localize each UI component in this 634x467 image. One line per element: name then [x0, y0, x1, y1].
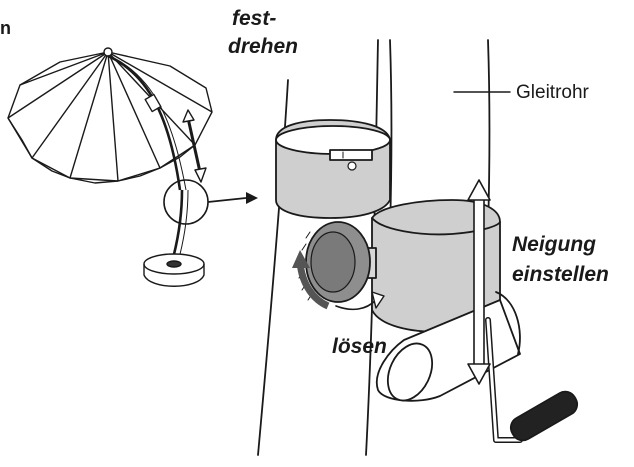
umbrella-overview — [7, 47, 258, 287]
canopy-rib — [69, 51, 109, 179]
tilt-arrow-head-up — [467, 179, 491, 201]
slide-tube-right-edge — [487, 39, 491, 231]
tilt-arrow-shaft — [473, 195, 485, 369]
gear-housing-right — [495, 291, 521, 355]
clamp-detail — [257, 39, 579, 456]
detail-magnifier-circle — [163, 179, 209, 225]
main-pole — [257, 79, 289, 456]
label-loosen: lösen — [332, 335, 387, 358]
lower-clamp-top-edge — [371, 217, 501, 236]
small-arrow-head-up — [182, 109, 195, 123]
upper-clamp-screw-head — [347, 161, 357, 171]
tilt-arrow-head-down — [467, 363, 491, 385]
umbrella-base-hub — [166, 260, 182, 268]
canopy-rib — [31, 51, 109, 159]
slide-tube-left-edge — [389, 39, 393, 231]
canopy-rib — [107, 51, 213, 113]
label-tilt-line2: einstellen — [512, 263, 609, 286]
detail-pointer-arrow — [207, 197, 247, 203]
upper-clamp-screw — [329, 149, 373, 161]
label-slide-tube: Gleitrohr — [516, 82, 589, 103]
arm-slider — [144, 93, 162, 113]
gear-housing-end — [386, 342, 434, 402]
canopy-rib — [7, 51, 109, 119]
canopy-rib — [107, 51, 119, 182]
loosen-arrow — [335, 299, 377, 311]
label-tighten-line2: drehen — [228, 35, 299, 58]
crank-rod-inner — [486, 318, 522, 442]
detail-pointer-head — [246, 192, 258, 204]
edge-text-fragment: n — [0, 18, 11, 38]
small-tilt-arrow — [186, 117, 202, 173]
canopy-rib — [107, 51, 161, 169]
crank-grip — [509, 390, 579, 442]
tighten-arrow-head — [292, 250, 310, 268]
loosen-arrow-head — [371, 291, 385, 309]
clamp-knob-face — [310, 231, 356, 293]
canopy-rib — [19, 51, 109, 86]
label-tighten-line1: fest- — [232, 7, 277, 30]
canopy-edge — [7, 117, 196, 184]
canopy-finial — [103, 47, 113, 57]
label-tilt-line1: Neigung — [512, 233, 596, 256]
umbrella-base-side — [143, 264, 205, 287]
umbrella-arm-inner — [113, 57, 187, 191]
small-arrow-head-down — [194, 167, 207, 183]
